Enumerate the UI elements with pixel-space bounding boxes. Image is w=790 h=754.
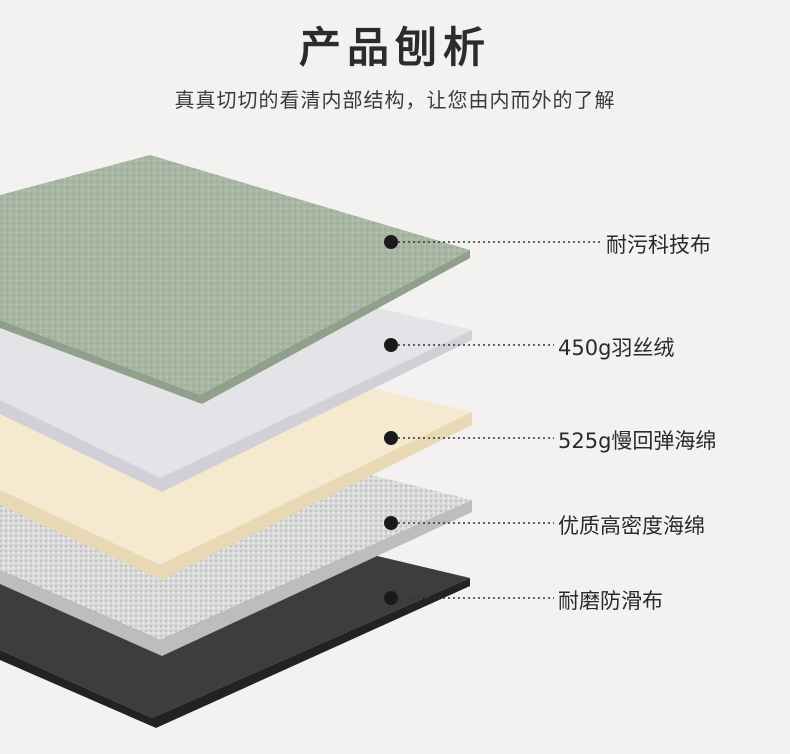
- pointer-tech-cloth: [384, 235, 602, 249]
- pointer-antislip-cloth: [384, 591, 554, 605]
- label-tech-cloth: 耐污科技布: [606, 233, 711, 257]
- layer-tech-cloth: [0, 155, 470, 404]
- label-down-fiber: 450g羽丝绒: [558, 336, 675, 360]
- pointer-memory-foam: [384, 431, 554, 445]
- page-subtitle: 真真切切的看清内部结构，让您由内而外的了解: [174, 88, 616, 112]
- label-antislip-cloth: 耐磨防滑布: [558, 589, 663, 613]
- label-memory-foam: 525g慢回弹海绵: [558, 429, 717, 453]
- pointer-down-fiber: [384, 338, 554, 352]
- pointer-high-density-foam: [384, 516, 554, 530]
- page-title: 产品刨析: [298, 23, 491, 72]
- label-high-density-foam: 优质高密度海绵: [558, 514, 705, 538]
